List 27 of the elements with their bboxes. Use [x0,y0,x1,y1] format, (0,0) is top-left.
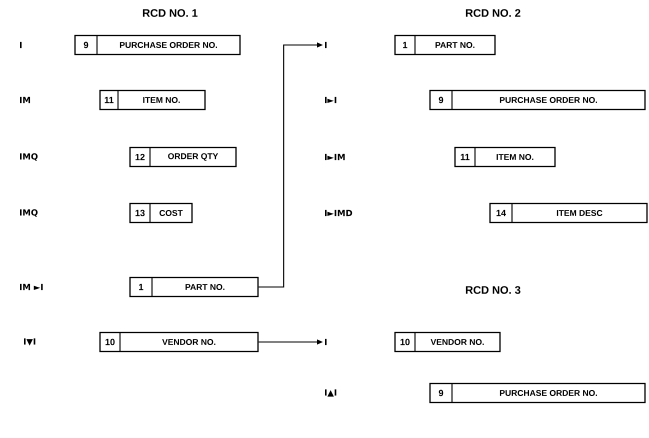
record-code: IM [20,96,30,104]
record-code: I►IM [324,154,345,160]
field-box: 9 PURCHASE ORDER NO. [429,90,646,110]
record-code: I▼I [24,338,36,346]
field-box: 11 ITEM NO. [454,146,556,168]
field-box: 9 PURCHASE ORDER NO. [429,382,646,404]
field-box: 12 ORDER QTY [129,146,237,168]
field-box: 10 VENDOR NO. [394,332,501,352]
record-code: IM ►I [20,284,43,290]
field-box: 14 ITEM DESC [489,202,648,224]
record-code: I [324,338,327,346]
record-heading: RCD NO. 3 [466,286,520,294]
field-box: 9 PURCHASE ORDER NO. [74,34,241,56]
record-code: I [324,42,327,48]
record-code: IMQ [20,209,38,217]
field-box: 13 COST [129,202,193,224]
record-code: IMQ [20,153,38,161]
record-code: I▲I [324,389,336,397]
record-code: I [20,42,22,48]
record-code: I►IMD [324,210,352,216]
field-box: 10 VENDOR NO. [99,332,259,352]
record-heading: RCD NO. 2 [466,9,520,17]
field-box: 11 ITEM NO. [99,90,206,110]
record-heading: RCD NO. 1 [142,9,198,17]
field-box: 1 PART NO. [394,34,496,56]
field-box: 1 PART NO. [129,276,259,298]
record-code: I►I [324,96,336,104]
